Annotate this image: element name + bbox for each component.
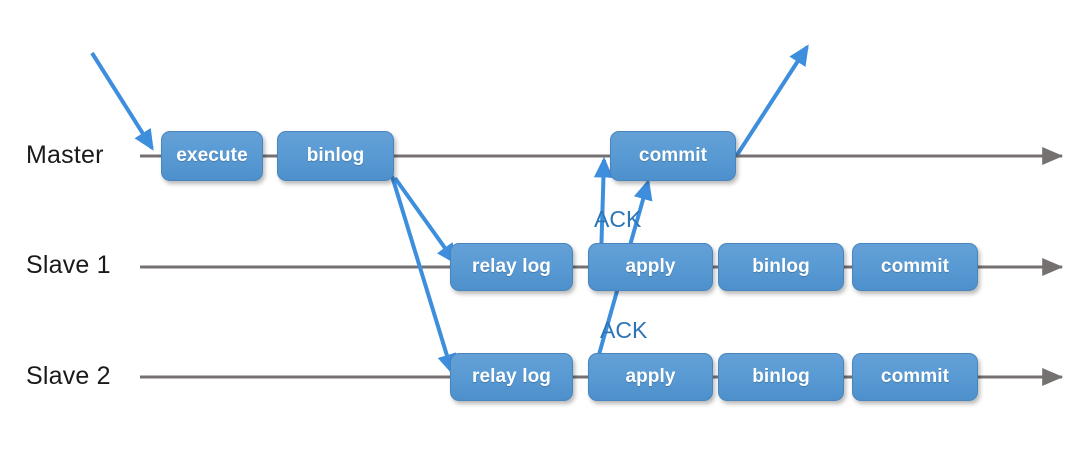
node-master-execute[interactable]: execute [161, 131, 263, 181]
slave1-ack-to-master-commit-arrow [593, 156, 614, 259]
node-slave1-relay-log[interactable]: relay log [450, 243, 573, 291]
node-slave1-binlog[interactable]: binlog [718, 243, 844, 291]
node-master-commit[interactable]: commit [610, 131, 736, 181]
node-master-binlog[interactable]: binlog [277, 131, 394, 181]
binlog-to-slave1-relay-log-arrow [393, 176, 457, 265]
node-slave2-binlog[interactable]: binlog [718, 353, 844, 401]
row-label-master: Master [26, 141, 104, 169]
row-label-slave1: Slave 1 [26, 251, 111, 279]
node-slave2-commit[interactable]: commit [852, 353, 978, 401]
binlog-to-slave2-relay-log-arrow [390, 175, 457, 376]
master-commit-response-arrow [735, 44, 809, 157]
node-slave2-apply[interactable]: apply [588, 353, 713, 401]
node-slave2-relay-log[interactable]: relay log [450, 353, 573, 401]
ack-label-slave2: ACK [600, 317, 648, 343]
node-slave1-commit[interactable]: commit [852, 243, 978, 291]
node-slave1-apply[interactable]: apply [588, 243, 713, 291]
flow-arrows-group [90, 44, 809, 376]
row-label-slave2: Slave 2 [26, 362, 111, 390]
ack-label-slave1: ACK [594, 206, 642, 232]
client-request-arrow [90, 51, 154, 151]
